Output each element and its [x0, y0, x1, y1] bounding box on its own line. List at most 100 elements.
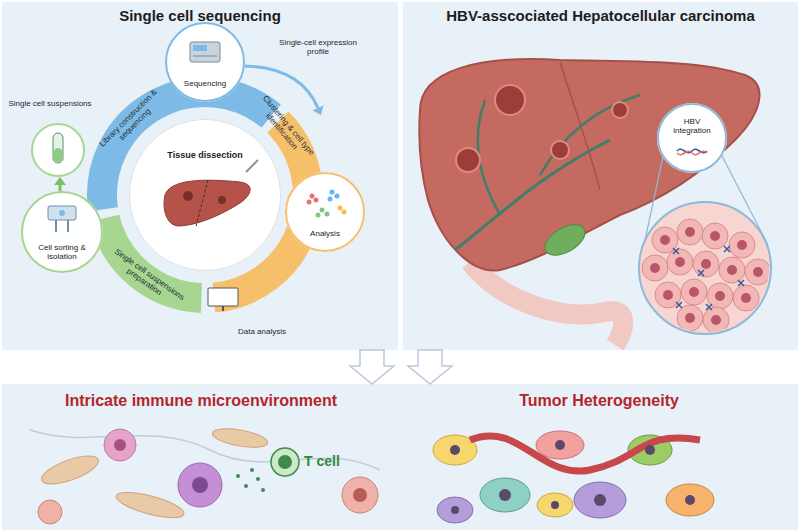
liver-illustration: [419, 59, 771, 345]
tumor-cells: [675, 257, 685, 267]
heterogeneity-illustration: [685, 495, 695, 505]
icons: [338, 206, 343, 211]
tumor-cells: [738, 280, 744, 286]
immune-illustration: [250, 468, 254, 472]
immune-illustration: [114, 487, 186, 523]
icons: [335, 194, 340, 199]
sequencing-cycle: [241, 66, 318, 108]
liver-illustration: [639, 202, 771, 334]
label-holder: T cell: [302, 454, 342, 469]
tumor-cells: [707, 283, 733, 309]
tumor-cells: [719, 257, 745, 283]
tumor-cells: [685, 313, 695, 323]
tumor-cells: [642, 255, 668, 281]
step-label: T cell: [302, 454, 342, 469]
liver-illustration: [455, 140, 610, 250]
heterogeneity-illustration: [574, 482, 626, 518]
icons: [190, 42, 220, 62]
heterogeneity-illustration: [645, 445, 655, 455]
immune-illustration: [178, 463, 222, 507]
tumor-cells: [650, 227, 763, 325]
icons: [183, 191, 193, 201]
liver-illustration: [470, 262, 623, 345]
icons: [310, 194, 315, 199]
liver-illustration: [551, 141, 569, 159]
immune-illustration: [342, 477, 378, 513]
tumor-cells: [693, 251, 719, 277]
icons: [54, 148, 62, 162]
panel-heading: Tumor Heterogeneity: [400, 392, 798, 410]
icons: [53, 133, 63, 163]
circle-fill: [657, 103, 727, 173]
panel-heading: Single cell sequencing: [2, 8, 398, 25]
tumor-cells: [733, 285, 759, 311]
tumor-cells: [753, 267, 763, 277]
heterogeneity-illustration: [480, 478, 530, 512]
heterogeneity-illustration: [451, 506, 459, 514]
immune-illustration: [114, 439, 126, 451]
step-label: Sequencing: [177, 80, 233, 89]
step-label: HBV integration: [669, 118, 715, 136]
tumor-cells: [655, 282, 681, 308]
step-label: Single-cell expression profile: [268, 39, 368, 57]
tumor-cells: [727, 265, 737, 275]
heterogeneity-illustration: [450, 445, 460, 455]
sequencing-cycle: [54, 66, 324, 298]
label-holder: Single cell suspensions preparation: [102, 245, 190, 314]
heterogeneity-illustration: [555, 440, 565, 450]
liver-illustration: [495, 85, 525, 115]
flow-arrow: [408, 350, 452, 384]
icons: [222, 306, 224, 311]
icons: [677, 151, 707, 154]
panel-fill: [2, 384, 798, 530]
heterogeneity-illustration: [666, 484, 714, 516]
icons: [32, 124, 84, 176]
step-label: Tissue dissection: [150, 151, 260, 161]
icons: [218, 196, 226, 204]
tumor-cells: [676, 302, 682, 308]
icons: [196, 180, 208, 226]
step-label: Data analysis: [222, 328, 302, 337]
icons: [320, 208, 325, 213]
tumor-cells: [741, 293, 751, 303]
icons: [48, 206, 76, 220]
liver-illustration: [612, 102, 628, 118]
circle-fill: [285, 172, 365, 252]
icons: [316, 208, 330, 218]
icons: [328, 190, 340, 202]
tumor-cells: [673, 246, 744, 310]
icons: [208, 288, 238, 306]
immune-illustration: [236, 474, 240, 478]
icons: [338, 206, 347, 215]
immune-illustration: [278, 455, 292, 469]
panel-heading: Intricate immune microenvironment: [2, 392, 400, 410]
step-circle: Cell sorting & isolation: [21, 191, 103, 273]
immune-illustration: [30, 425, 380, 524]
liver-illustration: [540, 219, 590, 262]
tumor-cells: [701, 259, 711, 269]
label-holder: Single-cell expression profile: [268, 39, 368, 57]
tumor-cells: [650, 263, 660, 273]
icons: [59, 210, 65, 216]
disease-panel: HBV-asscociated Hepatocellular carcinoma…: [403, 2, 798, 350]
icons: [193, 45, 207, 51]
tumor-cells: [745, 259, 771, 285]
icons: [330, 190, 335, 195]
tumor-cells: [681, 279, 707, 305]
icons: [328, 197, 333, 202]
step-label: Single cell suspensions: [2, 100, 98, 109]
tumor-cells: [652, 227, 678, 253]
tumor-cells: [663, 290, 673, 300]
tumor-cells: [642, 219, 771, 333]
liver-illustration: [419, 59, 759, 270]
icons: [314, 198, 319, 203]
zoom-circle: HBV integration: [657, 103, 727, 173]
heterogeneity-illustration: [594, 494, 606, 506]
sequencing-cycle: [313, 106, 324, 115]
icons: [307, 194, 319, 205]
icons: [193, 56, 217, 57]
immune-illustration: [261, 488, 265, 492]
circle-fill: [165, 22, 245, 102]
step-label: Clustering & cell type identification: [247, 87, 322, 171]
